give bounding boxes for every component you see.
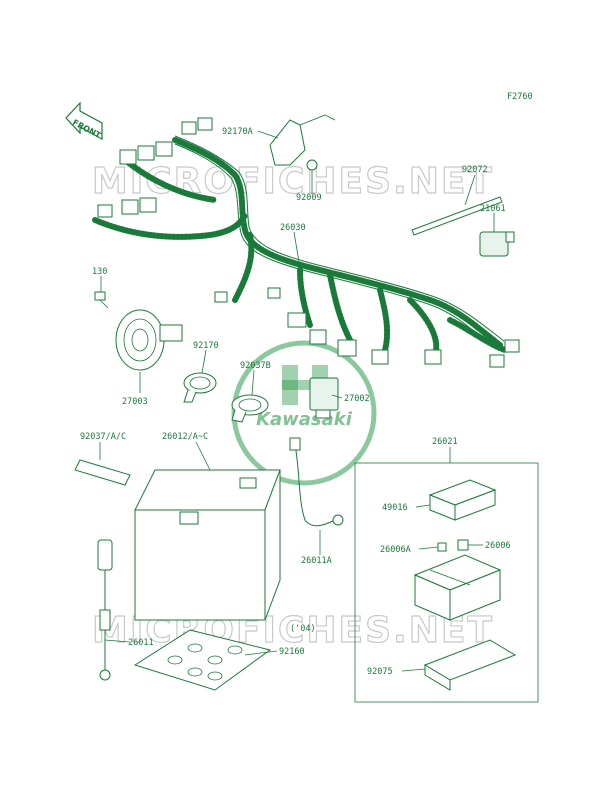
label-27002: 27002 [344, 394, 370, 404]
label-49016: 49016 [382, 503, 408, 513]
screw-part [94, 291, 109, 309]
connector-group-left [97, 117, 213, 218]
strap-part [411, 196, 503, 236]
label-26030: 26030 [280, 223, 306, 233]
cable-part [97, 539, 113, 681]
label-27003: 27003 [122, 397, 148, 407]
battery-part [134, 469, 281, 621]
label-26011: 26011 [128, 638, 154, 648]
label-26021: 26021 [432, 437, 458, 447]
cable-a-part [289, 437, 344, 527]
bolt-part [306, 159, 318, 182]
clamp-b-part [231, 394, 269, 423]
wiring-harness [92, 135, 508, 358]
relay-part [479, 231, 515, 257]
figure-code: F2760 [507, 92, 533, 102]
fuse-box-part [413, 479, 517, 691]
label-92037B: 92037B [240, 361, 271, 371]
label-26006A: 26006A [380, 545, 411, 555]
label-26012AC: 26012/A~C [162, 432, 208, 442]
label-21061: 21061 [480, 204, 506, 214]
label-26006: 26006 [485, 541, 511, 551]
connector-group-right [214, 287, 520, 368]
fuse-box-frame [354, 462, 539, 703]
label-92009: 92009 [296, 193, 322, 203]
battery-pad-part [133, 629, 272, 691]
kawasaki-logo-text: Kawasaki [256, 409, 353, 430]
leader-lines [99, 130, 495, 672]
bracket-part [269, 114, 336, 166]
label-92170A: 92170A [222, 127, 253, 137]
front-arrow-icon: FRONT [65, 101, 103, 140]
label-92160: 92160 [279, 647, 305, 657]
turn-relay-part [309, 377, 339, 419]
label-92170: 92170 [193, 341, 219, 351]
part-labels: 92170A 92009 92072 21061 26030 130 92170… [80, 127, 511, 677]
label-92037AC: 92037/A/C [80, 432, 126, 442]
label-26011A: 26011A [301, 556, 332, 566]
battery-strap-part [74, 459, 131, 486]
label-year-note: ('04) [290, 624, 316, 634]
horn-part [115, 309, 183, 371]
label-92075: 92075 [367, 667, 393, 677]
clamp-part [183, 372, 217, 403]
label-92072: 92072 [462, 165, 488, 175]
label-130: 130 [92, 267, 107, 277]
